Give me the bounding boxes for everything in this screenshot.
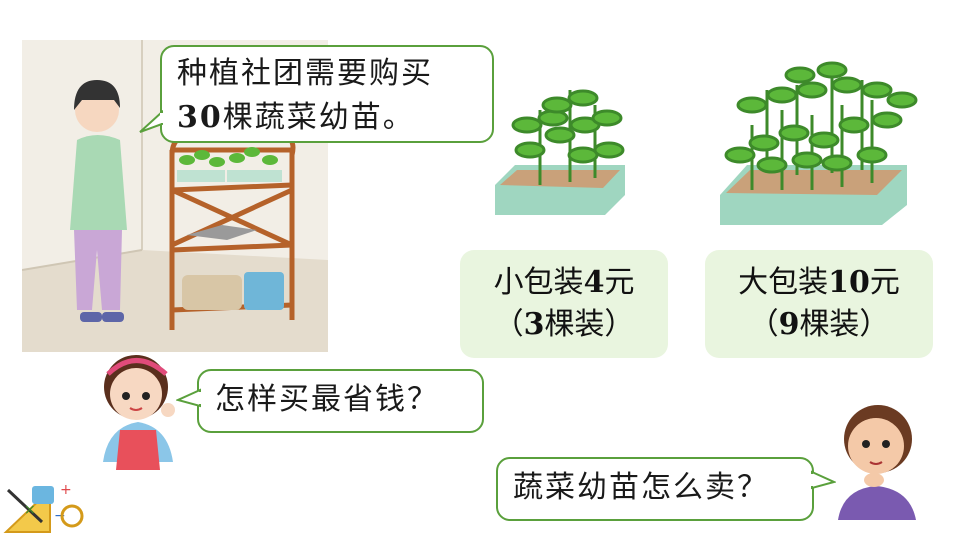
speech-bubble-top [160, 45, 494, 143]
large-pack-count-open: （ [748, 307, 779, 342]
girl-figure [103, 355, 175, 470]
bubble-top-line2-rest: 棵蔬菜幼苗。 [222, 100, 415, 135]
small-pack-count-line: （3棵装） [460, 304, 668, 346]
bubble-top-line2: 30棵蔬菜幼苗。 [177, 96, 415, 140]
bubble-top-line1: 种植社团需要购买 [177, 56, 433, 91]
large-pack-unit: 元 [869, 265, 900, 300]
speech-bubble-top-tail [139, 110, 164, 133]
speech-bubble-bottom-tail [810, 470, 836, 490]
seedling-count: 30 [177, 100, 223, 135]
large-pack-count: 9 [778, 307, 800, 342]
large-pack-price-line: 大包装10元 [705, 262, 933, 304]
small-seedling-tray [495, 89, 625, 215]
small-pack-price-box: 小包装4元 （3棵装） [460, 250, 668, 358]
math-tools-icon: + × − [3, 482, 84, 533]
small-pack-price: 4 [583, 265, 605, 300]
teacher-figure [70, 80, 127, 322]
svg-text:−: − [54, 508, 66, 524]
small-pack-price-line: 小包装4元 [460, 262, 668, 304]
small-pack-unit: 元 [604, 265, 635, 300]
large-pack-price: 10 [828, 265, 870, 300]
small-pack-label: 小包装 [493, 265, 584, 300]
bubble-bottom-text: 蔬菜幼苗怎么卖？ [513, 470, 769, 505]
boy-figure [838, 405, 916, 520]
small-pack-count-rest: 棵装） [544, 307, 635, 342]
speech-bubble-middle-tail [176, 388, 202, 408]
small-pack-count-open: （ [493, 307, 524, 342]
svg-text:+: + [60, 482, 72, 498]
large-pack-count-rest: 棵装） [799, 307, 890, 342]
large-pack-label: 大包装 [738, 265, 829, 300]
room-scene-illustration [22, 40, 328, 352]
large-seedling-tray [720, 61, 918, 225]
bubble-middle-text: 怎样买最省钱？ [215, 382, 439, 417]
small-pack-count: 3 [523, 307, 545, 342]
speech-bubble-bottom [496, 457, 814, 521]
speech-bubble-middle [197, 369, 484, 433]
large-pack-count-line: （9棵装） [705, 304, 933, 346]
large-pack-price-box: 大包装10元 （9棵装） [705, 250, 933, 358]
svg-text:×: × [24, 502, 36, 518]
